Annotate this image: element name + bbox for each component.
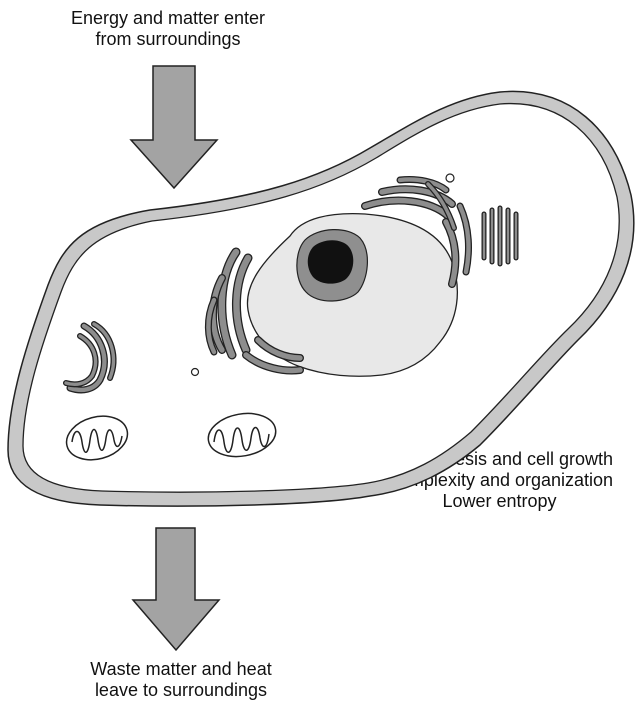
nucleolus-core bbox=[308, 240, 354, 283]
output-arrow-icon bbox=[133, 528, 219, 650]
input-arrow-icon bbox=[131, 66, 217, 188]
vesicle-1 bbox=[446, 174, 454, 182]
vesicle-2 bbox=[192, 369, 199, 376]
